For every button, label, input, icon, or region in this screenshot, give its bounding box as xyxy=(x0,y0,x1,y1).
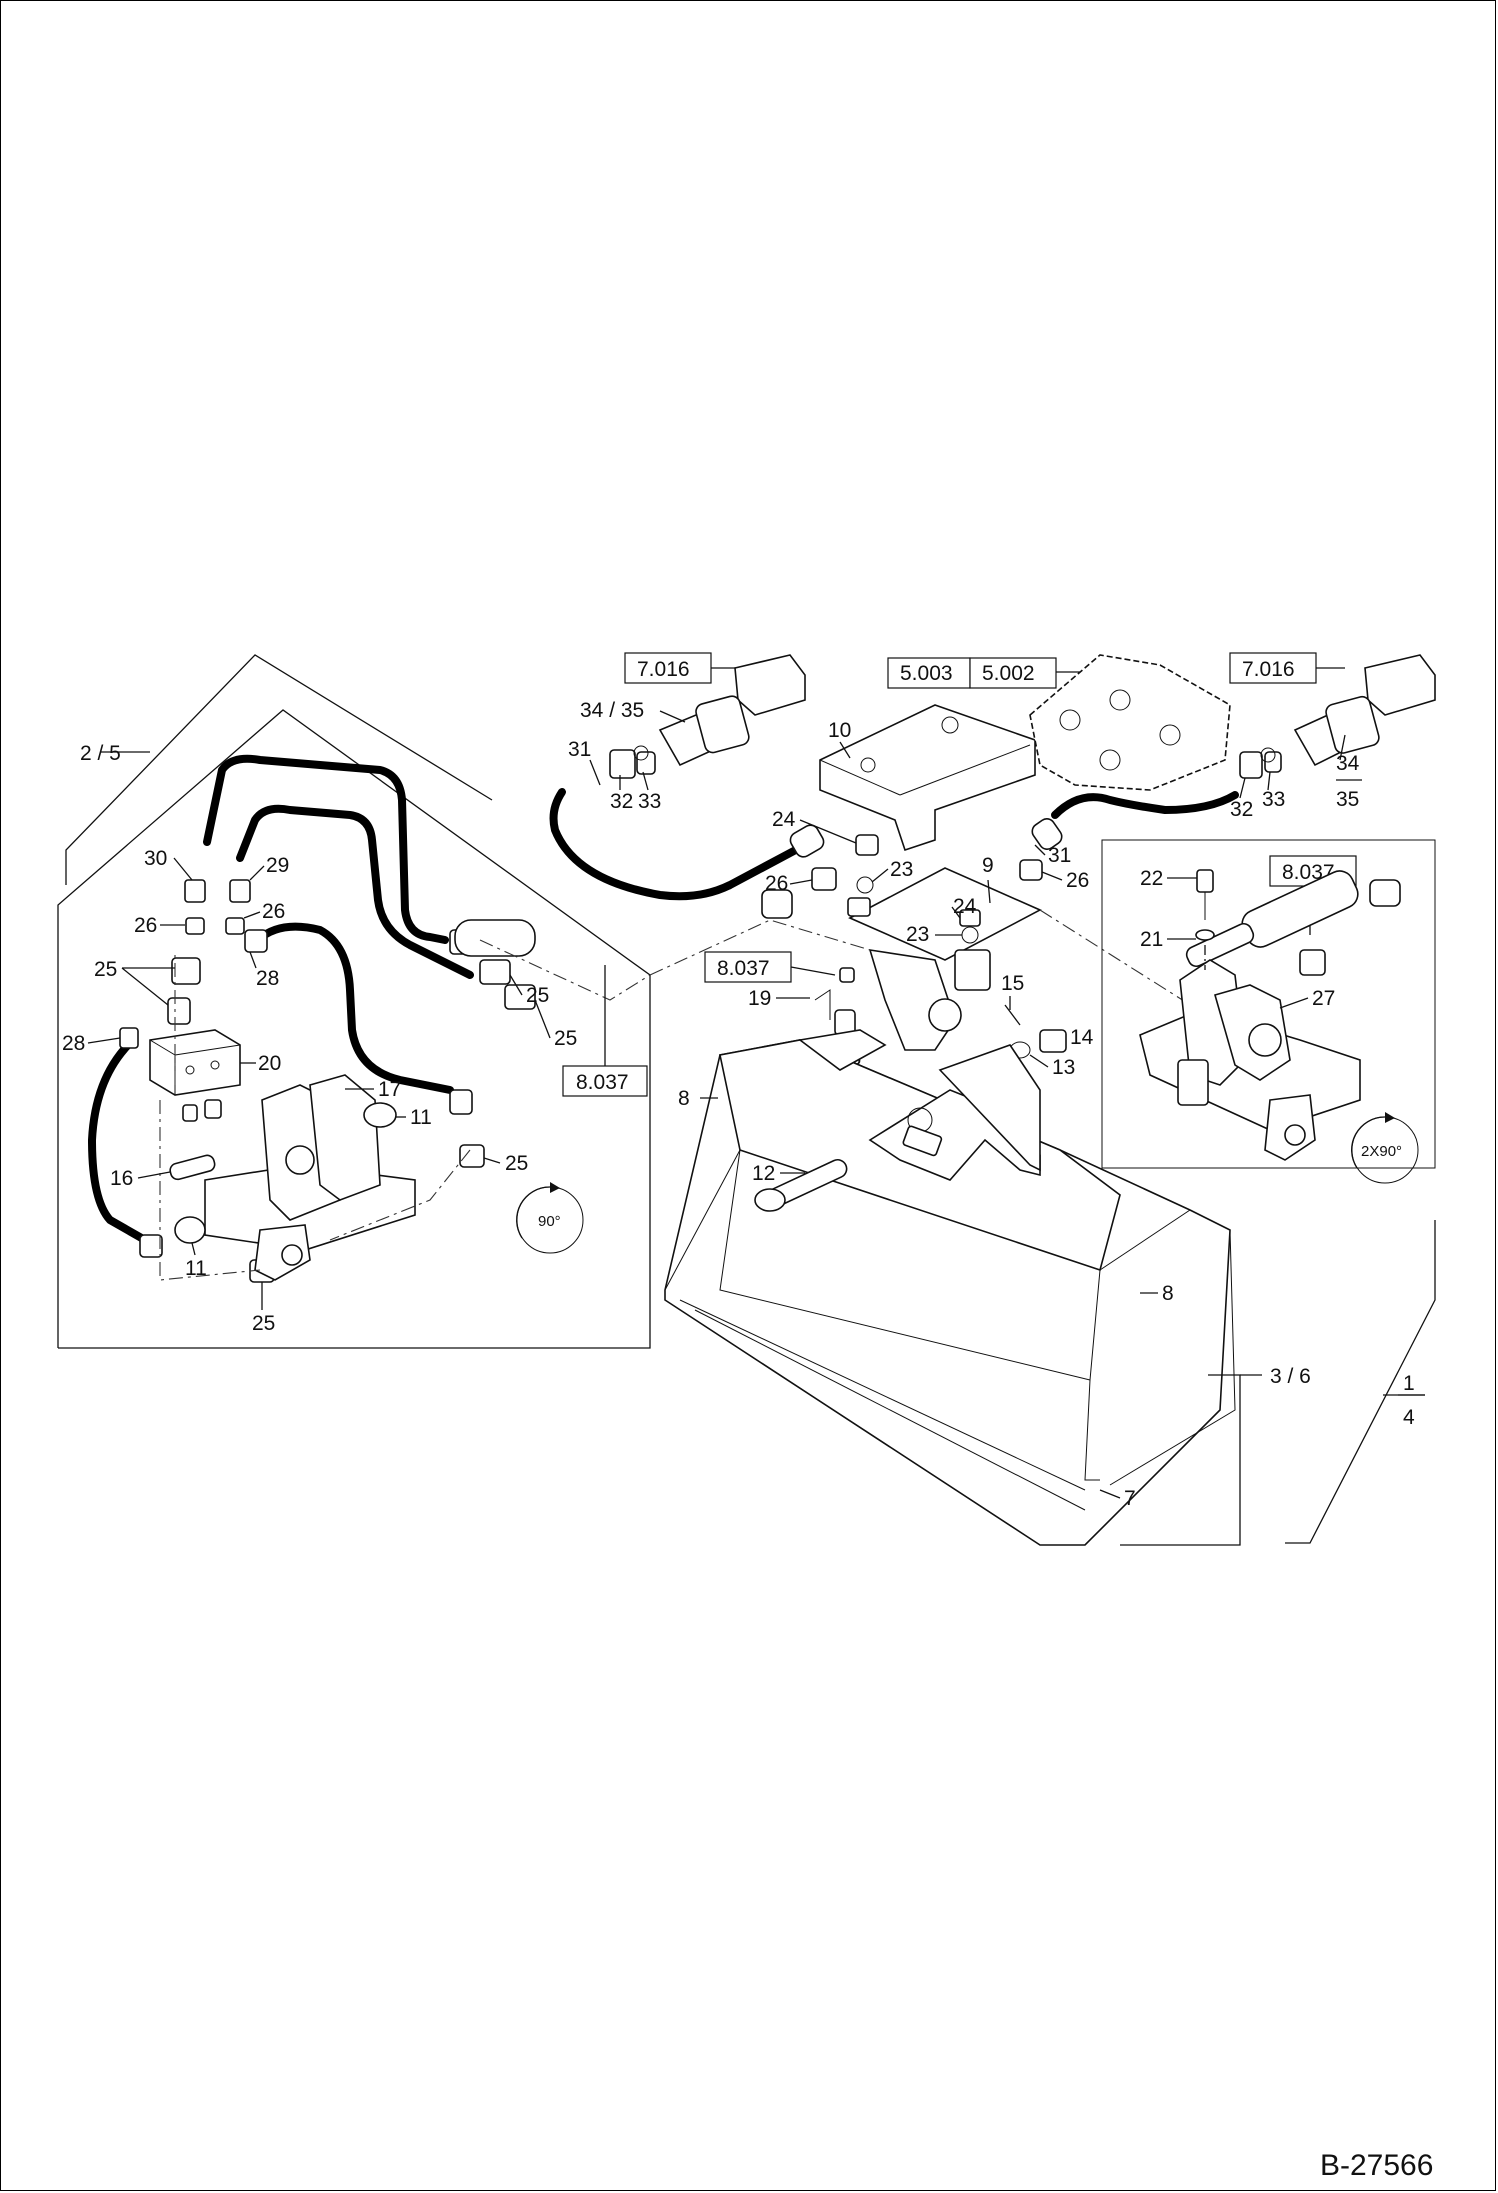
left-bushings xyxy=(169,1102,397,1244)
callout-c33b: 33 xyxy=(1262,788,1285,811)
callout-denominator: 4 xyxy=(1403,1406,1415,1429)
callout-quick-coupler-right: 7.016 xyxy=(1242,658,1295,681)
callout-c25c: 25 xyxy=(505,1152,528,1175)
left-valve-block-20 xyxy=(149,1029,241,1096)
callout-c11b: 11 xyxy=(185,1257,207,1280)
callout-c25b: 25 xyxy=(252,1312,275,1335)
outer-range-bracket: 1 4 xyxy=(1285,1220,1436,1544)
callout-c26a: 26 xyxy=(134,914,157,937)
callout-c17: 17 xyxy=(378,1078,401,1101)
callout-c11a: 11 xyxy=(410,1106,432,1129)
callout-c21: 21 xyxy=(1140,928,1163,951)
arm-linkage: 5.003 5.002 xyxy=(887,654,1231,791)
callout-c7: 7 xyxy=(1124,1487,1136,1510)
left-callouts: 30 29 26 26 25 28 28 20 17 11 16 11 25 2… xyxy=(62,847,577,1335)
callout-rotation: 90° xyxy=(538,1213,561,1230)
callout-c10: 10 xyxy=(828,719,851,742)
callout-cylinder-center: 8.037 xyxy=(717,957,770,980)
callout-quick-coupler-left: 7.016 xyxy=(637,658,690,681)
callout-c14: 14 xyxy=(1070,1026,1094,1049)
drawing-number: B-27566 xyxy=(1320,2149,1433,2182)
callout-c26d: 26 xyxy=(1066,869,1089,892)
rotation-2x90-symbol: 2X90° xyxy=(1351,1112,1419,1184)
right-detail-panel: 8.037 22 21 27 2X90° xyxy=(1101,839,1436,1184)
rotation-90-symbol: 90° xyxy=(516,1182,584,1254)
callout-c8b: 8 xyxy=(1162,1282,1174,1305)
callout-c23b: 23 xyxy=(906,923,929,946)
callout-c31b: 31 xyxy=(1048,844,1071,867)
callout-c23a: 23 xyxy=(890,858,913,881)
bucket-7-8: 8 12 8 7 xyxy=(664,1029,1236,1546)
callout-c26b: 26 xyxy=(262,900,285,923)
callout-c13: 13 xyxy=(1052,1056,1075,1079)
callout-c35: 35 xyxy=(1336,788,1359,811)
bucket-range-bracket: 3 / 6 xyxy=(1120,1365,1311,1546)
quick-hitch-frame-10: 10 xyxy=(819,704,1036,852)
callout-arm-b: 5.002 xyxy=(982,662,1035,685)
callout-2-5: 2 / 5 xyxy=(80,742,121,765)
callout-rotation: 2X90° xyxy=(1361,1143,1402,1160)
callout-arm-a: 5.003 xyxy=(900,662,953,685)
left-mount-bracket-17 xyxy=(204,1074,416,1281)
callout-c34: 34 xyxy=(1336,752,1360,775)
callout-c24a: 24 xyxy=(772,808,796,831)
callout-bucket-range: 3 / 6 xyxy=(1270,1365,1311,1388)
callout-c29: 29 xyxy=(266,854,289,877)
callout-c22: 22 xyxy=(1140,867,1163,890)
callout-c27: 27 xyxy=(1312,987,1335,1010)
callout-c28a: 28 xyxy=(256,967,279,990)
callout-c30: 30 xyxy=(144,847,167,870)
ref-box-8037-left: 8.037 xyxy=(562,965,648,1097)
callout-c15: 15 xyxy=(1001,972,1024,995)
callout-cylinder-left: 8.037 xyxy=(576,1071,629,1094)
callout-c33a: 33 xyxy=(638,790,661,813)
callout-c31a: 31 xyxy=(568,738,591,761)
callout-c32b: 32 xyxy=(1230,798,1253,821)
callout-c25e: 25 xyxy=(554,1027,577,1050)
left-fittings xyxy=(119,879,536,1283)
callout-c8a: 8 xyxy=(678,1087,690,1110)
callout-c25d: 25 xyxy=(526,984,549,1007)
right-coupler-group: 7.016 34 35 32 33 31 26 xyxy=(1019,652,1436,892)
callout-c26c: 26 xyxy=(765,872,788,895)
callout-c16: 16 xyxy=(110,1167,133,1190)
left-detail-panel: 2 / 5 xyxy=(57,654,651,1349)
callout-c9: 9 xyxy=(982,854,994,877)
callout-c25a: 25 xyxy=(94,958,117,981)
top-center-group: 7.016 34 / 35 31 32 33 xyxy=(549,652,825,901)
callout-c24b: 24 xyxy=(953,895,977,918)
callout-c19: 19 xyxy=(748,987,771,1010)
callout-c20: 20 xyxy=(258,1052,281,1075)
ref-box-8037-center: 8.037 xyxy=(704,951,836,983)
left-hoses xyxy=(88,754,474,1244)
callout-c32a: 32 xyxy=(610,790,633,813)
callout-c28b: 28 xyxy=(62,1032,85,1055)
callout-c34-35: 34 / 35 xyxy=(580,699,644,722)
callout-numerator: 1 xyxy=(1403,1372,1415,1395)
callout-c12: 12 xyxy=(752,1162,775,1185)
